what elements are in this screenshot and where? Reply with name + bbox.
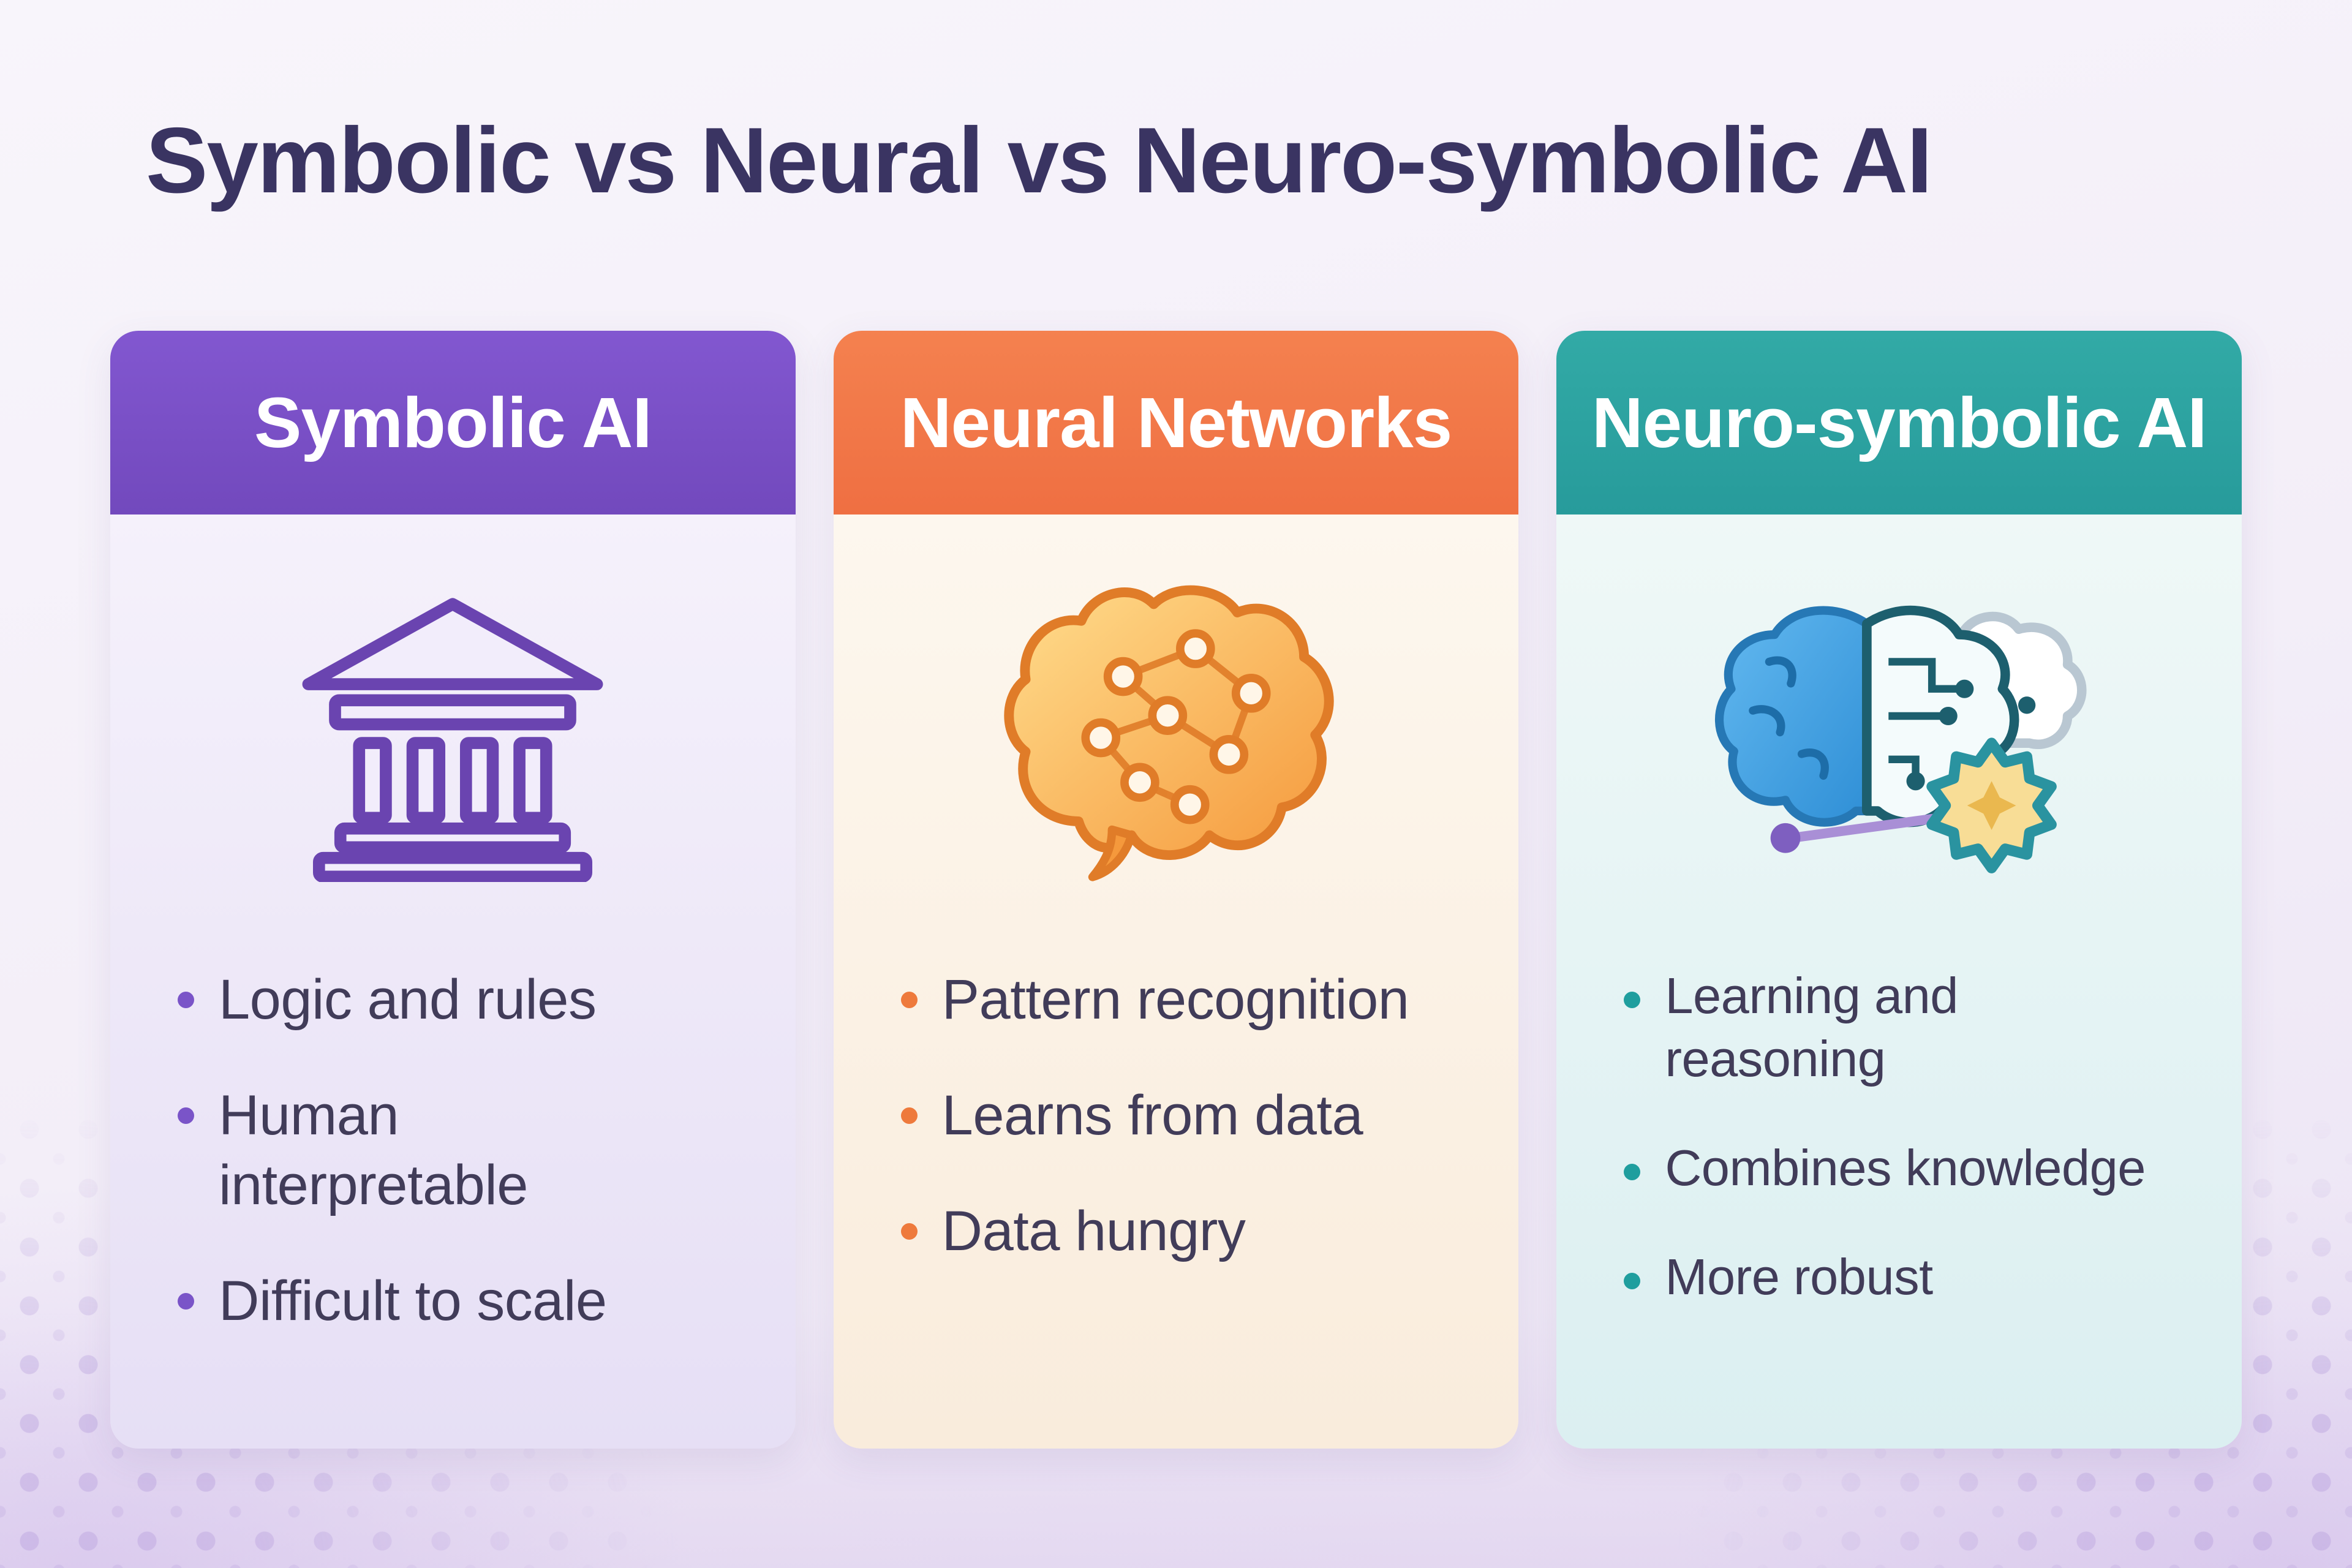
hybrid-brain-circuit-icon [1709, 585, 2089, 885]
card-symbolic-ai: Symbolic AI [110, 331, 796, 1449]
bullet-text: Learns from data [941, 1084, 1363, 1147]
bank-building-icon [287, 588, 618, 882]
bullet-list-neural: Pattern recognition Learns from data Dat… [867, 965, 1485, 1266]
bullet-text: Combines knowledge [1665, 1139, 2146, 1196]
bullet-item: More robust [1624, 1246, 2184, 1309]
bullet-item: Data hungry [900, 1196, 1461, 1266]
bullet-text: Learning and reasoning [1665, 967, 1958, 1087]
card-header-symbolic: Symbolic AI [110, 331, 796, 514]
comparison-cards: Symbolic AI [110, 331, 2242, 1449]
icon-wrap-neural [867, 564, 1485, 907]
bullet-text: Logic and rules [219, 968, 597, 1031]
bullet-item: Combines knowledge [1624, 1137, 2184, 1200]
bullet-dot [1624, 1272, 1641, 1289]
card-body-symbolic: Logic and rules Human interpretable Diff… [110, 514, 796, 1449]
icon-wrap-symbolic [144, 564, 762, 907]
bullet-text: Pattern recognition [941, 968, 1409, 1031]
bullet-dot [900, 1107, 918, 1125]
bullet-dot [900, 1223, 918, 1240]
bullet-item: Human interpretable [178, 1080, 737, 1220]
card-header-neuro: Neuro-symbolic AI [1556, 331, 2242, 514]
bullet-text: Data hungry [941, 1200, 1246, 1263]
bullet-text: Difficult to scale [219, 1270, 607, 1333]
card-neuro-symbolic-ai: Neuro-symbolic AI [1556, 331, 2242, 1449]
brain-network-icon [992, 582, 1360, 888]
bullet-list-neuro: Learning and reasoning Combines knowledg… [1590, 965, 2208, 1309]
card-body-neuro: Learning and reasoning Combines knowledg… [1556, 514, 2242, 1449]
card-neural-networks: Neural Networks [833, 331, 1519, 1449]
bullet-item: Difficult to scale [178, 1266, 737, 1336]
bullet-item: Learns from data [900, 1080, 1461, 1150]
bullet-dot [178, 992, 194, 1008]
bullet-list-symbolic: Logic and rules Human interpretable Diff… [144, 965, 762, 1336]
bullet-dot [1624, 992, 1641, 1008]
bullet-dot [1624, 1163, 1641, 1180]
bullet-text: More robust [1665, 1248, 1933, 1305]
bullet-text: Human interpretable [219, 1084, 528, 1217]
card-body-neural: Pattern recognition Learns from data Dat… [833, 514, 1519, 1449]
bullet-item: Pattern recognition [900, 965, 1461, 1035]
bullet-dot [178, 1107, 194, 1125]
bullet-item: Logic and rules [178, 965, 737, 1035]
card-header-neural: Neural Networks [833, 331, 1519, 514]
bullet-item: Learning and reasoning [1624, 965, 2184, 1091]
page-title: Symbolic vs Neural vs Neuro-symbolic AI [146, 108, 1932, 213]
bullet-dot [900, 992, 918, 1008]
bullet-dot [178, 1293, 194, 1310]
icon-wrap-neuro [1590, 564, 2208, 907]
